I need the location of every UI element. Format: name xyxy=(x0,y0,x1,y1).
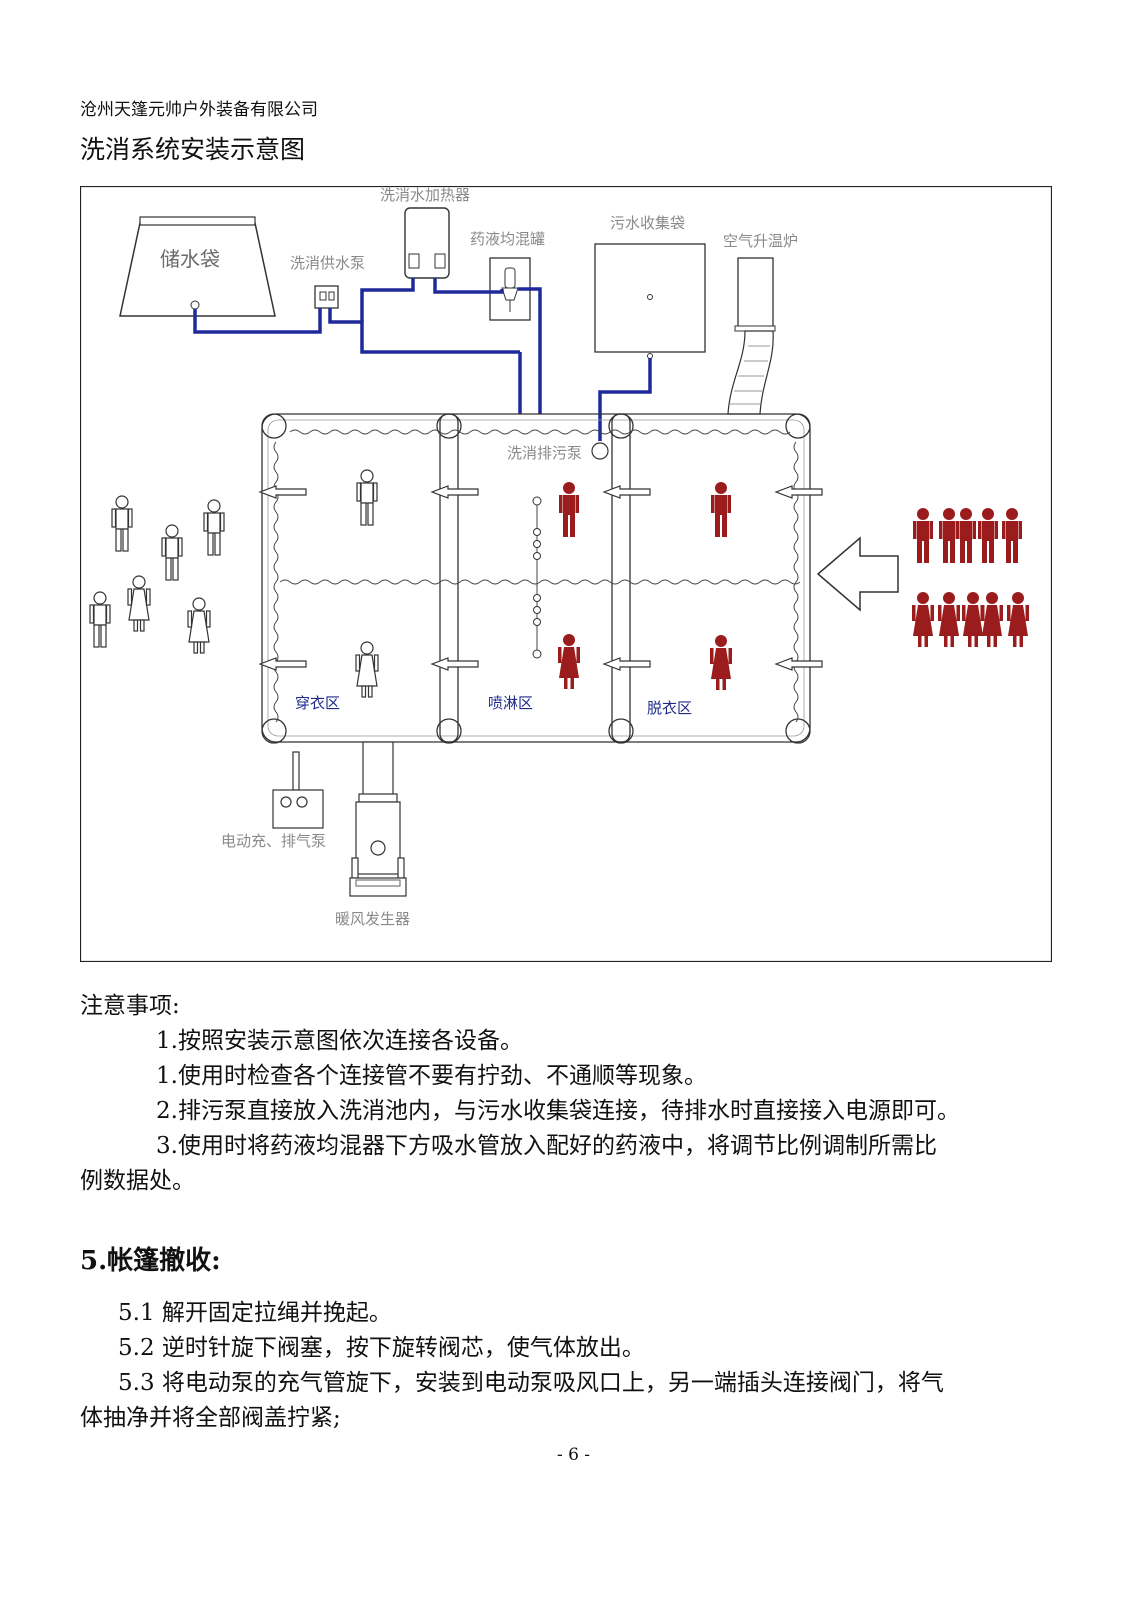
heater-icon xyxy=(404,207,450,279)
electric-pump-icon xyxy=(272,751,324,829)
note-item: 1.按照安装示意图依次连接各设备。 xyxy=(156,1028,523,1054)
mixer-label: 药液均混罐 xyxy=(470,230,545,248)
zone-undress-label: 脱衣区 xyxy=(647,699,692,717)
water-pipes xyxy=(193,278,652,441)
note-item: 3.使用时将药液均混器下方吸水管放入配好的药液中，将调节比例调制所需比 xyxy=(156,1133,937,1159)
zone-dress-label: 穿衣区 xyxy=(295,694,340,712)
note-item-continued: 例数据处。 xyxy=(80,1168,195,1194)
zone-shower-label: 喷淋区 xyxy=(488,694,533,712)
note-item: 2.排污泵直接放入洗消池内，与污水收集袋连接，待排水时直接接入电源即可。 xyxy=(156,1098,960,1124)
electric-pump-label: 电动充、排气泵 xyxy=(221,832,326,850)
supply-pump-label: 洗消供水泵 xyxy=(290,254,365,272)
page-number: - 6 - xyxy=(556,1445,591,1465)
sewage-bag-label: 污水收集袋 xyxy=(610,214,685,232)
section-heading: 5.帐篷撤收: xyxy=(80,1246,221,1276)
section-item: 5.1 解开固定拉绳并挽起。 xyxy=(118,1300,392,1326)
company-name: 沧州天篷元帅户外装备有限公司 xyxy=(80,100,318,120)
drain-pump-icon xyxy=(591,442,609,460)
water-bag-label: 储水袋 xyxy=(160,247,220,271)
warm-air-generator-label: 暖风发生器 xyxy=(335,910,410,928)
diagram-title: 洗消系统安装示意图 xyxy=(80,135,306,164)
water-bag-icon xyxy=(119,216,276,317)
sewage-bag-icon xyxy=(594,243,706,359)
drain-pump-label: 洗消排污泵 xyxy=(507,444,582,462)
section-item: 5.3 将电动泵的充气管旋下，安装到电动泵吸风口上，另一端插头连接阀门，将气 xyxy=(118,1370,944,1396)
note-item: 1.使用时检查各个连接管不要有拧劲、不通顺等现象。 xyxy=(156,1063,707,1089)
air-heater-label: 空气升温炉 xyxy=(723,232,798,250)
warm-air-generator-icon xyxy=(349,741,407,897)
notes-heading: 注意事项: xyxy=(80,993,180,1019)
installation-diagram: 储水袋 洗消供水泵 洗消水加热器 药液均混罐 污水收集袋 空气升温炉 xyxy=(80,186,1052,962)
shower-nozzles xyxy=(532,496,542,659)
entry-arrow-icon xyxy=(816,536,899,612)
heater-label: 洗消水加热器 xyxy=(380,186,470,204)
supply-pump-icon xyxy=(314,285,339,309)
section-item-continued: 体抽净并将全部阀盖拧紧; xyxy=(80,1405,341,1431)
section-item: 5.2 逆时针旋下阀塞，按下旋转阀芯，使气体放出。 xyxy=(118,1335,645,1361)
